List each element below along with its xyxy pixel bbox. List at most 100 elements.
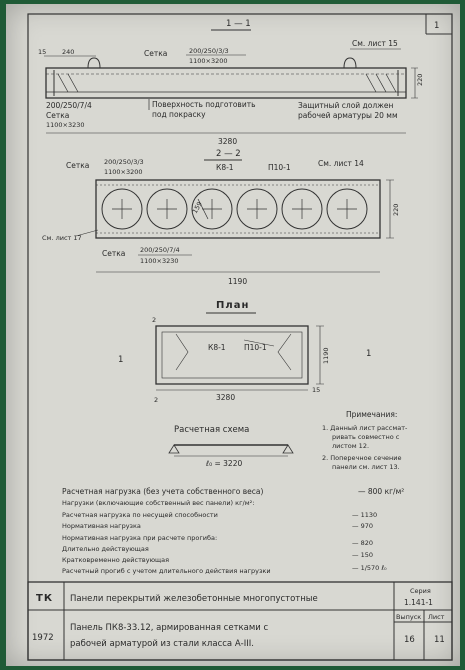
void-circle <box>326 188 368 230</box>
title-line-2: Панель ПК8-33.12, армированная сетками с <box>70 623 268 633</box>
section-1-1: 1 — 1 15 240 Сетка 200/250/3/3 1100×3200… <box>38 19 424 146</box>
load-label: Расчетный прогиб с учетом длительного де… <box>62 567 271 575</box>
title-line-3: рабочей арматурой из стали класса А-III. <box>70 639 254 649</box>
series-label: Серия <box>410 587 431 595</box>
cover-note-1: Защитный слой должен <box>298 101 393 110</box>
void-center-mark <box>157 199 177 219</box>
void-circle <box>236 188 278 230</box>
title-line-1: Панели перекрытий железобетонные многопу… <box>70 594 318 604</box>
void-center-mark <box>197 198 222 220</box>
mesh-size: 1100×3200 <box>104 168 143 176</box>
note-1-line-3: листом 12. <box>332 442 369 450</box>
section-2-label: 2 — 2 <box>216 149 241 159</box>
p10-label: П10-1 <box>268 163 291 172</box>
plan-dim-1190: 1190 <box>322 347 330 364</box>
section-2-2: 2 — 2 Сетка 200/250/3/3 1100×3200 К8-1 П… <box>42 149 400 286</box>
mesh-bottom-size: 1100×3230 <box>140 257 179 265</box>
sheet-value: 11 <box>434 635 445 645</box>
issue-label: Выпуск <box>396 613 421 621</box>
note-1-line-2: ривать совместно с <box>332 433 400 441</box>
load-value: — 800 кг/м² <box>358 487 404 496</box>
mesh-hatch <box>57 73 397 93</box>
plan-p10-label: П10-1 <box>244 343 267 352</box>
load-label: Длительно действующая <box>62 545 149 553</box>
loads-list: Расчетная нагрузка (без учета собственно… <box>62 487 404 575</box>
notes-title: Примечания: <box>346 410 397 419</box>
dim-240: 240 <box>62 48 74 56</box>
plan-view: План 2 1 1 К8-1 П10-1 1190 3280 15 2 <box>118 300 371 404</box>
dim-line <box>316 325 324 385</box>
panel-plan <box>155 325 309 385</box>
load-label: Кратковременно действующая <box>62 556 169 564</box>
load-value: — 970 <box>352 522 373 530</box>
load-label: Нагрузки (включающие собственный вес пан… <box>62 499 254 507</box>
scheme-support-left <box>168 444 180 454</box>
load-label: Расчетная нагрузка (без учета собственно… <box>62 487 263 496</box>
void-center-mark <box>247 199 267 219</box>
load-value: — 150 <box>352 551 373 559</box>
lifting-loop-left <box>87 57 101 69</box>
mesh-small-spec: 200/250/7/4 <box>46 101 92 110</box>
panel-side-view <box>45 67 407 99</box>
leader-line <box>75 229 99 237</box>
mesh-outline <box>161 331 303 379</box>
drawing-canvas: 1 1 — 1 15 240 Сетка 200/250/3/3 1100×32… <box>27 13 453 661</box>
lifting-loop-right <box>343 57 357 69</box>
void-circle <box>191 188 233 230</box>
note-1-line-1: 1. Данный лист рассмат- <box>322 424 408 432</box>
dim-220: 220 <box>392 204 400 216</box>
sheet-label: Лист <box>428 613 445 621</box>
mesh-top-spec: 200/250/3/3 <box>189 47 229 55</box>
year-label: 1972 <box>32 633 54 643</box>
cover-note-2: рабочей арматуры 20 мм <box>298 111 398 120</box>
void-circle <box>281 188 323 230</box>
plan-kv-label: К8-1 <box>208 343 226 352</box>
plan-dim-3280: 3280 <box>216 393 235 402</box>
notes: Примечания: 1. Данный лист рассмат- рива… <box>322 410 408 471</box>
kv-label: К8-1 <box>216 163 234 172</box>
mesh-top-size: 1100×3200 <box>189 57 228 65</box>
load-value: — 1/570 ℓ₀ <box>352 564 387 572</box>
note-2-line-1: 2. Поперечное сечение <box>322 454 402 462</box>
scheme-span: ℓ₀ = 3220 <box>205 459 242 468</box>
void-center-mark <box>337 199 357 219</box>
void-circle <box>146 188 188 230</box>
title-block-frame <box>27 581 453 661</box>
load-label: Нормативная нагрузка при расчете прогиба… <box>62 534 217 542</box>
dim-line <box>386 179 394 239</box>
title-block: ТК 1972 Панели перекрытий железобетонные… <box>27 581 453 661</box>
load-label: Нормативная нагрузка <box>62 522 141 530</box>
see-sheet-17: См. лист 17 <box>42 234 82 242</box>
void-center-mark <box>112 199 132 219</box>
drawing-sheet: 1 1 — 1 15 240 Сетка 200/250/3/3 1100×32… <box>6 4 460 666</box>
series-value: 1.141-1 <box>404 598 433 607</box>
void-circle <box>101 188 143 230</box>
mesh-label: Сетка <box>66 161 89 170</box>
load-label: Расчетная нагрузка по несущей способност… <box>62 511 218 519</box>
dim-3280: 3280 <box>218 137 237 146</box>
cut-2-top: 2 <box>152 316 156 324</box>
mesh-spec: 200/250/3/3 <box>104 158 144 166</box>
dim-220: 220 <box>416 74 424 86</box>
mesh-top-label: Сетка <box>144 49 167 58</box>
load-value: — 820 <box>352 539 373 547</box>
mesh-bottom-label: Сетка <box>46 111 69 120</box>
panel-cross-section <box>95 179 381 239</box>
dim-15: 15 <box>38 48 46 56</box>
plan-rebar-marks <box>175 333 292 371</box>
void-circles <box>101 188 368 230</box>
scheme-support-right <box>282 444 294 454</box>
sheet-corner-number: 1 <box>434 21 439 31</box>
plan-title: План <box>216 300 249 311</box>
surface-note-2: под покраску <box>152 110 206 119</box>
see-sheet-15: См. лист 15 <box>352 39 398 48</box>
note-2-line-2: панели см. лист 13. <box>332 463 400 471</box>
surface-note-1: Поверхность подготовить <box>152 100 256 109</box>
design-scheme: Расчетная схема ℓ₀ = 3220 <box>168 425 294 468</box>
issue-value: 16 <box>404 635 415 645</box>
mesh-bottom-label: Сетка <box>102 249 125 258</box>
cut-1-right: 1 <box>366 349 371 359</box>
section-1-label: 1 — 1 <box>226 19 251 29</box>
scheme-title: Расчетная схема <box>174 425 249 435</box>
cut-2-bottom: 2 <box>154 396 158 404</box>
